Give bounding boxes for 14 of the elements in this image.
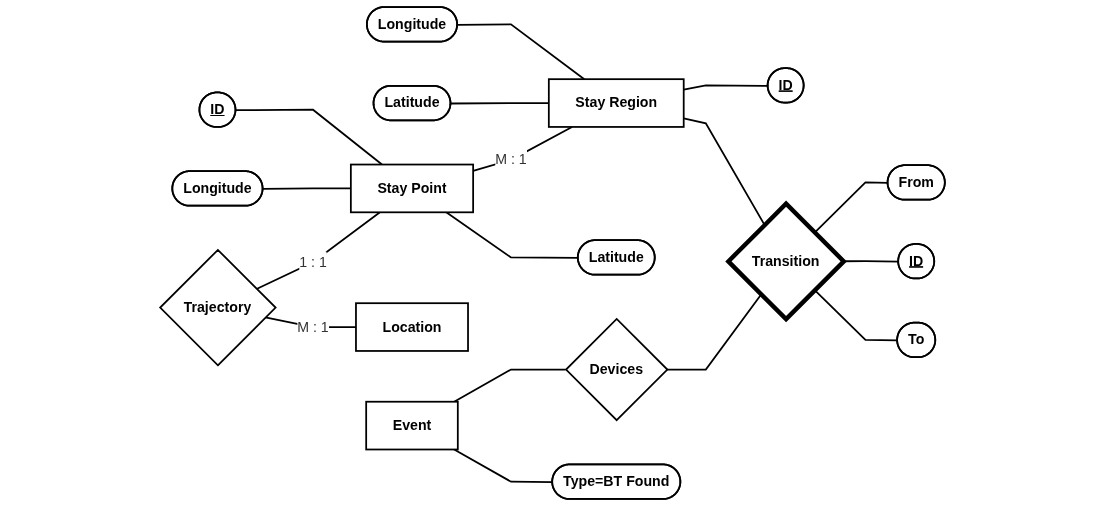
- node-diamond: Transition: [725, 200, 847, 323]
- connector: [235, 108, 383, 166]
- connector: [255, 211, 381, 290]
- node-box: Stay Region: [547, 78, 685, 128]
- node-diamond: Trajectory: [158, 248, 277, 367]
- node-box: Event: [365, 400, 459, 451]
- node-box: Location: [355, 302, 469, 352]
- edge-label: M : 1: [495, 151, 527, 167]
- connector: [666, 293, 762, 371]
- node-box: Stay Point: [349, 163, 474, 214]
- connector: [453, 368, 567, 403]
- edge-label: 1 : 1: [299, 254, 327, 270]
- edge-label: M : 1: [297, 319, 329, 335]
- node-diamond: Devices: [564, 317, 669, 422]
